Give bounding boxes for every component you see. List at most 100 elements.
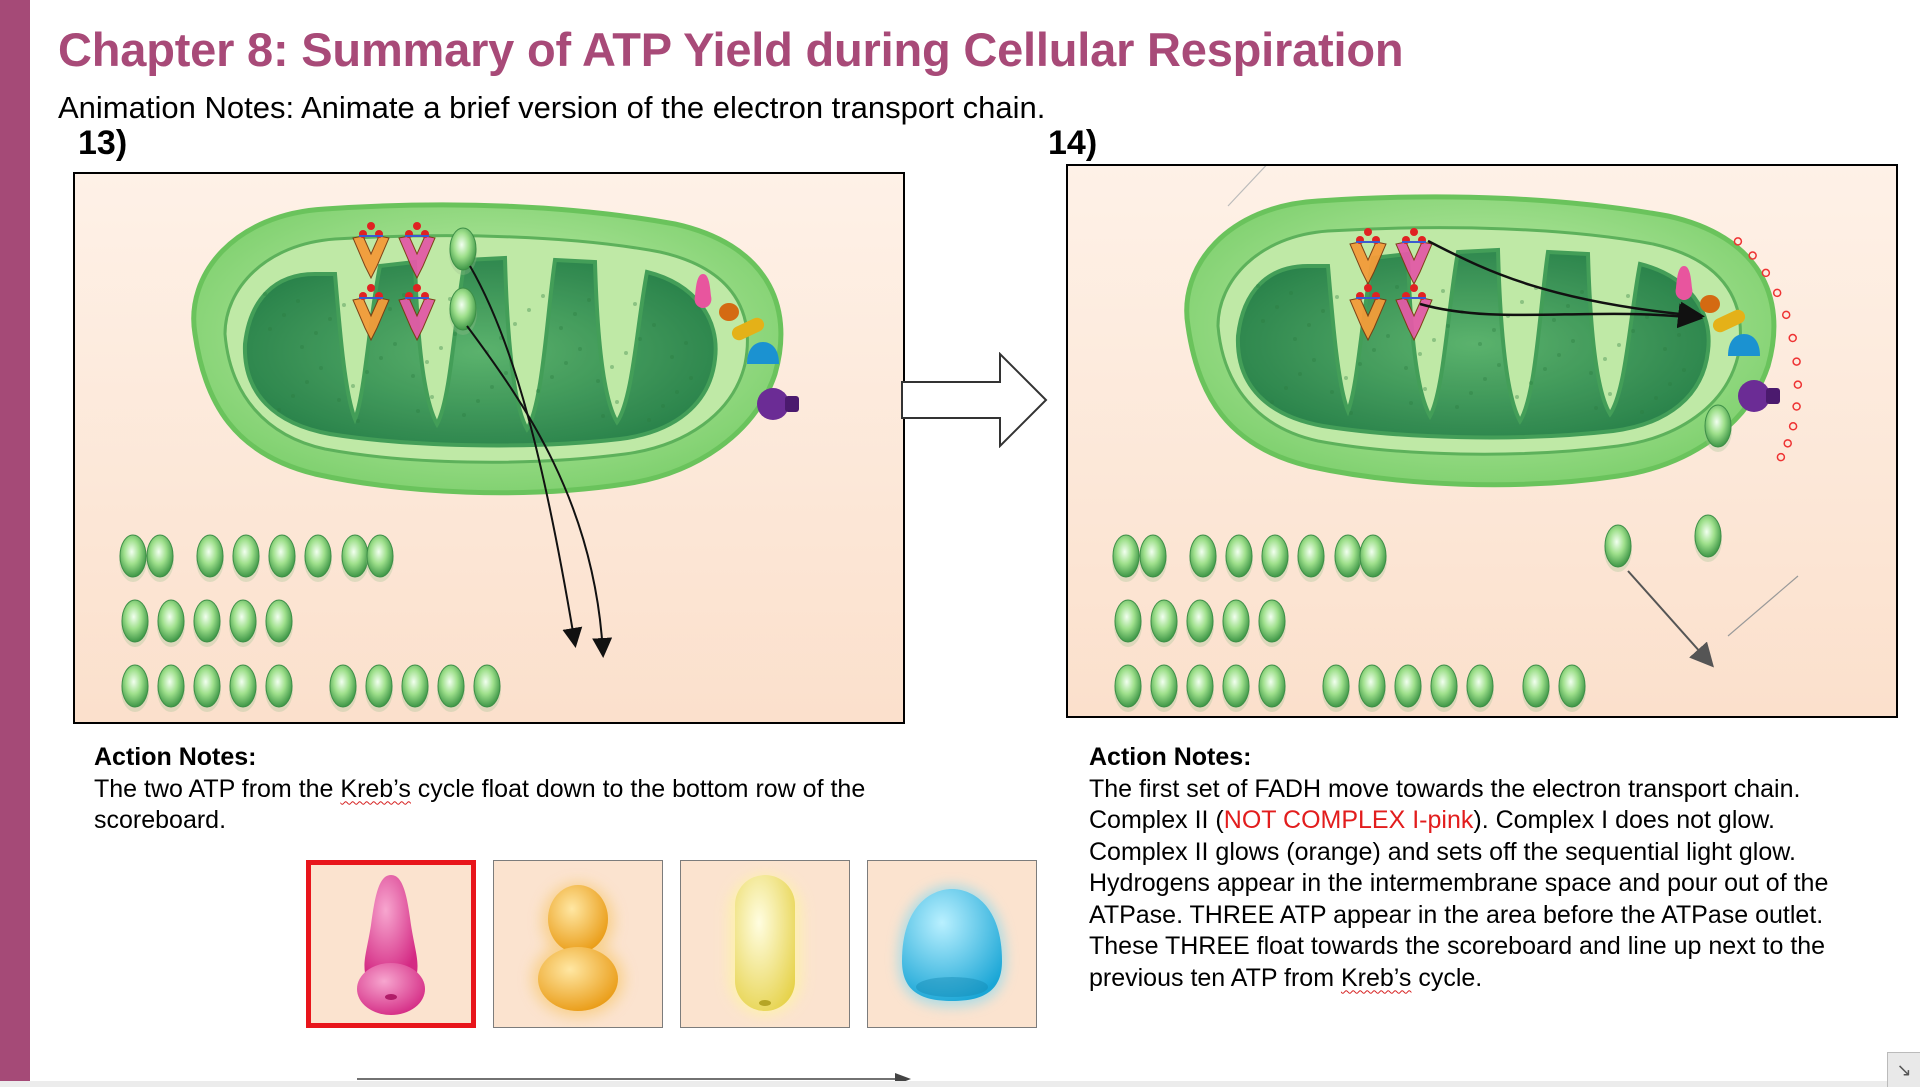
animation-notes-subtitle: Animation Notes: Animate a brief version… xyxy=(58,90,1046,125)
atp-molecule-icon xyxy=(193,664,221,708)
fadh-path-arrow xyxy=(1419,302,1703,329)
complex-iv-icon xyxy=(1728,334,1760,356)
complex-iv-icon xyxy=(898,885,1006,1007)
atp-molecule-icon xyxy=(265,599,293,643)
atp-molecule-icon xyxy=(121,664,149,708)
atp-molecule-icon xyxy=(341,534,369,578)
hydrogen-ion-icon xyxy=(1783,439,1792,448)
hydrogen-ion-icon xyxy=(1776,452,1786,462)
atp-molecule-icon xyxy=(1522,664,1550,708)
notes-line-4: Hydrogens appear in the intermembrane sp… xyxy=(1089,869,1829,992)
step-number-14: 14) xyxy=(1048,124,1098,162)
panel-13-illustration xyxy=(119,202,799,712)
mitochondrion xyxy=(191,202,784,496)
hydrogen-ion-icon xyxy=(1792,402,1801,411)
atp-molecule-icon xyxy=(1258,599,1286,643)
atp-molecule-icon xyxy=(232,534,260,578)
action-notes-heading: Action Notes: xyxy=(94,743,257,771)
nadh-carrier-icon xyxy=(352,284,390,342)
atp-molecule-icon xyxy=(1112,534,1140,578)
slide-title: Chapter 8: Summary of ATP Yield during C… xyxy=(58,23,1404,76)
guide-line xyxy=(1727,575,1799,637)
complex-ii-thumbnail[interactable] xyxy=(493,860,663,1028)
atp-molecule-icon xyxy=(304,534,332,578)
complex-iii-icon xyxy=(731,317,765,341)
atp-molecule-icon xyxy=(1297,534,1325,578)
atp-molecule-icon xyxy=(1150,664,1178,708)
atp-molecule-icon xyxy=(449,287,477,331)
complex-iv-icon xyxy=(747,342,779,364)
panel-14-frame xyxy=(1066,164,1898,718)
step-number-13: 13) xyxy=(78,124,128,162)
atp-molecule-icon xyxy=(1322,664,1350,708)
complex-iv-thumbnail[interactable] xyxy=(867,860,1037,1028)
complex-ii-icon xyxy=(719,303,739,321)
hydrogen-ion-icon xyxy=(1748,251,1757,260)
atp-molecule-icon xyxy=(1394,664,1422,708)
mitochondrion xyxy=(1184,194,1777,488)
floating-atp-molecule-icon xyxy=(1604,524,1632,568)
right-arrow-icon xyxy=(901,352,1048,448)
notes-line-2a: Complex II ( xyxy=(1089,806,1224,834)
atp-molecule-icon xyxy=(229,599,257,643)
atp-molecule-icon xyxy=(1139,534,1167,578)
new-atp-molecule-icon xyxy=(1704,404,1732,448)
atp-molecule-icon xyxy=(1114,664,1142,708)
atp-molecule-icon xyxy=(157,664,185,708)
notes-text: The two ATP from the xyxy=(94,774,341,803)
atp-synthase-icon xyxy=(1738,380,1770,412)
atp-molecule-icon xyxy=(157,599,185,643)
atp-molecule-icon xyxy=(329,664,357,708)
hydrogen-ion-icon xyxy=(1733,237,1743,246)
notes-line-2-red: NOT COMPLEX I-pink xyxy=(1223,806,1474,834)
notes-line-2b: ). Complex I does not glow. xyxy=(1473,806,1775,834)
complex-ii-icon xyxy=(1700,295,1720,313)
atp-molecule-icon xyxy=(196,534,224,578)
hydrogen-ion-icon xyxy=(1761,268,1771,278)
hydrogen-ion-icon xyxy=(1793,380,1803,389)
notes-text: cycle float down to the bottom row of th… xyxy=(94,774,866,835)
fadh-path-arrow xyxy=(1427,239,1705,327)
atp-molecule-icon xyxy=(1258,664,1286,708)
atp-molecule-icon xyxy=(1558,664,1586,708)
guide-line xyxy=(1227,166,1267,207)
atp-molecule-icon xyxy=(1359,534,1387,578)
atp-molecule-icon xyxy=(1466,664,1494,708)
atp-molecule-icon xyxy=(146,534,174,578)
notes-line-1: The first set of FADH move towards the e… xyxy=(1089,774,1801,803)
atp-molecule-icon xyxy=(1261,534,1289,578)
notes-line-3: Complex II glows (orange) and sets off t… xyxy=(1089,837,1796,866)
atp-molecule-icon xyxy=(1225,534,1253,578)
atp-molecule-icon xyxy=(473,664,501,708)
hydrogen-ion-icon xyxy=(1772,288,1782,298)
floating-atp-molecule-icon xyxy=(1694,514,1722,558)
atp-molecule-icon xyxy=(119,534,147,578)
atp-molecule-icon xyxy=(1430,664,1458,708)
atp-molecule-icon xyxy=(365,664,393,708)
atp-molecule-icon xyxy=(1222,664,1250,708)
left-accent-bar xyxy=(0,0,30,1087)
atp-synthase-icon xyxy=(757,388,789,420)
atp-molecule-icon xyxy=(366,534,394,578)
complex-i-icon xyxy=(1675,266,1693,300)
nadh-carrier-icon xyxy=(1349,228,1387,286)
complex-i-thumbnail[interactable] xyxy=(306,860,476,1028)
nadh-carrier-icon xyxy=(398,222,436,280)
atp-molecule-icon xyxy=(1114,599,1142,643)
atp-molecule-icon xyxy=(193,599,221,643)
atp-molecule-icon xyxy=(1186,599,1214,643)
complex-i-icon xyxy=(694,274,712,308)
atp-molecule-icon xyxy=(1150,599,1178,643)
resize-handle-icon[interactable]: ↘ xyxy=(1887,1052,1920,1087)
nadh-carrier-icon xyxy=(1395,284,1433,342)
panel-14-illustration xyxy=(1112,166,1803,712)
electron-transport-chain xyxy=(1675,266,1780,412)
complex-iii-thumbnail[interactable] xyxy=(680,860,850,1028)
panel-13-action-notes: Action Notes: The two ATP from the Kreb’… xyxy=(94,742,874,837)
float-path-arrow xyxy=(466,325,613,658)
action-notes-heading: Action Notes: xyxy=(1089,743,1252,771)
notes-line-4-end: cycle. xyxy=(1411,963,1483,992)
atp-molecule-icon xyxy=(1186,664,1214,708)
nadh-carrier-icon xyxy=(1349,284,1387,342)
panel-14-action-notes: Action Notes: The first set of FADH move… xyxy=(1089,742,1849,994)
